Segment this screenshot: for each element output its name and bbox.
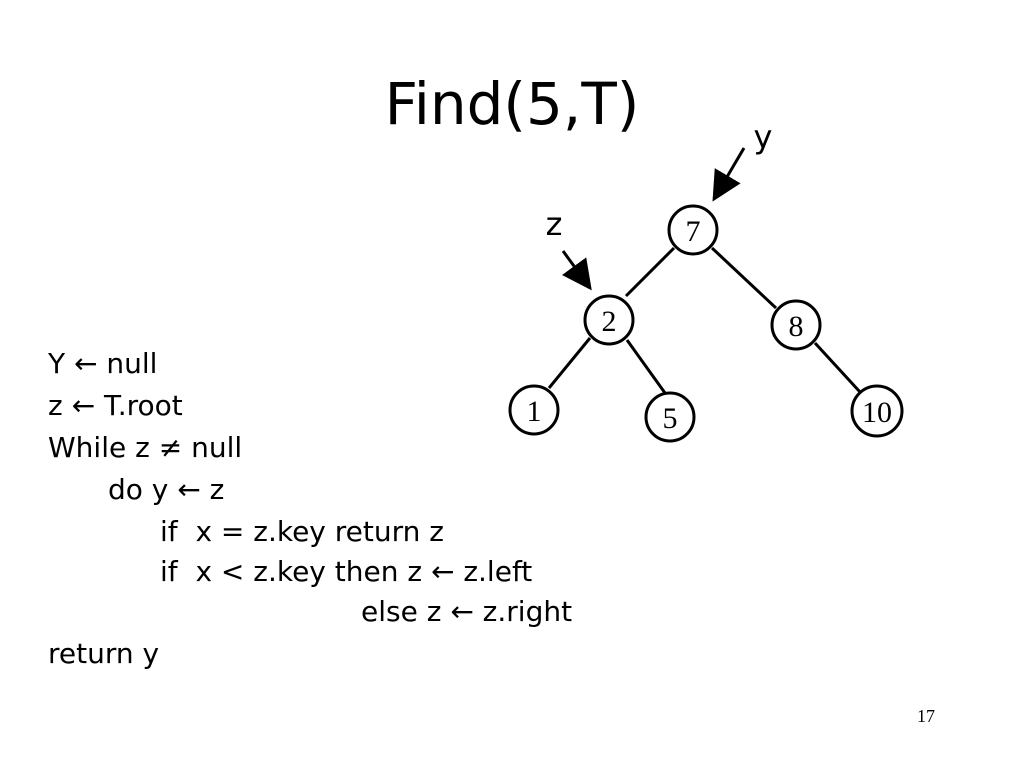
node-label: 8 xyxy=(789,310,804,343)
tree-edge-2-1 xyxy=(547,337,592,389)
code-line: Y ← null xyxy=(48,347,158,380)
tree-edge-8-10 xyxy=(813,341,862,394)
pointer-label-y: y xyxy=(754,118,773,156)
node-label: 10 xyxy=(862,396,892,429)
node-label: 7 xyxy=(686,215,701,248)
pointer-arrow-z xyxy=(561,250,592,291)
code-line: While z ≠ null xyxy=(48,431,243,464)
tree-node-7: 7 xyxy=(667,204,719,256)
tree-node-1: 1 xyxy=(508,384,560,436)
code-line: do y ← z xyxy=(108,473,225,506)
node-label: 5 xyxy=(663,402,678,435)
pointer-label-z: z xyxy=(546,205,563,243)
tree-node-10: 10 xyxy=(850,384,904,438)
code-line: return y xyxy=(48,637,160,670)
code-line: if x = z.key return z xyxy=(160,515,444,548)
code-line: else z ← z.right xyxy=(361,595,573,628)
node-label: 2 xyxy=(602,305,617,338)
tree-node-2: 2 xyxy=(583,294,635,346)
tree-node-8: 8 xyxy=(770,299,822,351)
slide-title: Find(5,T) xyxy=(384,70,640,138)
pointer-arrow-y xyxy=(712,147,746,202)
tree-edge-2-5 xyxy=(625,339,667,394)
node-label: 1 xyxy=(527,395,542,428)
code-line: z ← T.root xyxy=(48,389,183,422)
tree-edge-7-2 xyxy=(624,246,676,298)
tree-edge-7-8 xyxy=(710,246,778,310)
tree-node-5: 5 xyxy=(644,391,696,443)
code-line: if x < z.key then z ← z.left xyxy=(160,555,533,588)
page-number: 17 xyxy=(917,706,935,726)
